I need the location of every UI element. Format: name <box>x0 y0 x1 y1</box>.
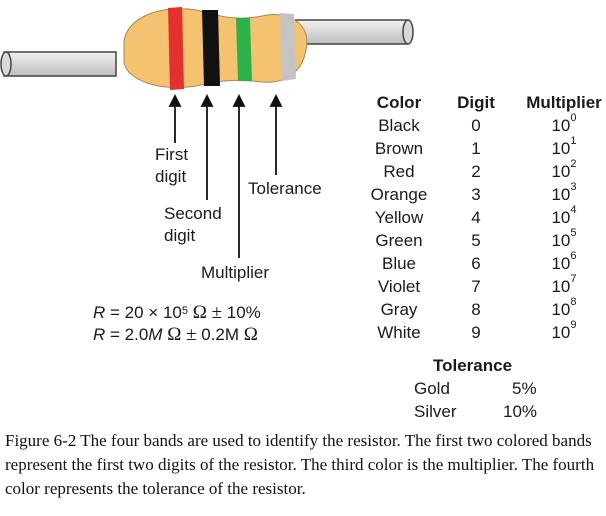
figure-caption: Figure 6-2 The four bands are used to id… <box>5 431 595 498</box>
digit-cell: 7 <box>471 277 481 296</box>
tolerance-gold-value: 5% <box>512 379 537 398</box>
label-second-digit-line2: digit <box>164 226 196 245</box>
resistor-lead-left <box>0 51 117 77</box>
formula-1-tail: 10% <box>222 303 261 322</box>
multiplier-base: 10 <box>551 254 571 273</box>
formula-2-r: R <box>93 325 106 344</box>
color-cell: Gray <box>380 300 418 319</box>
multiplier-base: 10 <box>551 323 571 342</box>
label-first-digit-line2: digit <box>155 167 187 186</box>
color-cell: Green <box>375 231 423 250</box>
color-cell: White <box>377 323 421 342</box>
color-cell: Orange <box>370 185 428 204</box>
arrow-multiplier <box>232 93 246 258</box>
band-gray <box>280 13 296 81</box>
arrow-first-digit <box>168 93 182 143</box>
band-black <box>202 10 220 86</box>
color-cell: Red <box>383 162 415 181</box>
digit-cell: 5 <box>471 231 481 250</box>
formula-2-pm: ± <box>186 324 197 345</box>
multiplier-base: 10 <box>551 185 571 204</box>
multiplier-exponent: 7 <box>570 273 577 285</box>
tolerance-silver-name: Silver <box>414 402 457 421</box>
multiplier-exponent: 3 <box>570 181 577 193</box>
label-multiplier: Multiplier <box>201 263 270 282</box>
tolerance-gold-name: Gold <box>414 379 450 398</box>
formula-1-r: R <box>93 303 106 322</box>
arrow-second-digit <box>200 93 214 200</box>
color-cell: Blue <box>381 254 417 273</box>
multiplier-exponent: 1 <box>570 135 577 147</box>
multiplier-cell: 106 <box>534 250 594 275</box>
digit-cell: 1 <box>471 139 481 158</box>
formula-2-ohm-2: Ω <box>243 324 258 345</box>
multiplier-base: 10 <box>551 300 571 319</box>
formula-2-eq: = 2.0 <box>105 325 149 344</box>
band-red <box>168 7 184 90</box>
formula-1-eq: = 20 × 10 <box>105 303 182 322</box>
multiplier-cell: 100 <box>534 112 594 137</box>
tolerance-header: Tolerance <box>433 356 513 375</box>
resistor-lead-right <box>295 19 414 45</box>
multiplier-cell: 101 <box>534 135 594 160</box>
multiplier-cell: 102 <box>534 158 594 183</box>
multiplier-exponent: 8 <box>570 296 577 308</box>
multiplier-base: 10 <box>551 116 571 135</box>
digit-cell: 6 <box>471 254 481 273</box>
multiplier-base: 10 <box>551 162 571 181</box>
label-second-digit: Second digit <box>164 203 222 247</box>
multiplier-cell: 104 <box>534 204 594 229</box>
formula-2-tail: 0.2M <box>196 325 244 344</box>
multiplier-cell: 107 <box>534 273 594 298</box>
multiplier-cell: 103 <box>534 181 594 206</box>
formula-1-pm: ± <box>211 302 223 323</box>
multiplier-cell: 109 <box>534 319 594 344</box>
multiplier-base: 10 <box>551 139 571 158</box>
label-second-digit-line1: Second <box>164 204 222 223</box>
multiplier-base: 10 <box>551 231 571 250</box>
multiplier-cell: 108 <box>534 296 594 321</box>
header-digit: Digit <box>457 93 495 112</box>
formula-1-exp: 5 <box>181 305 188 317</box>
digit-cell: 0 <box>471 116 481 135</box>
digit-cell: 2 <box>471 162 481 181</box>
formula-2-ohm: Ω <box>162 324 187 345</box>
color-cell: Violet <box>377 277 421 296</box>
arrow-tolerance <box>269 93 283 175</box>
formula-2-m: M <box>148 325 163 344</box>
multiplier-base: 10 <box>551 208 571 227</box>
multiplier-exponent: 9 <box>570 319 577 331</box>
multiplier-exponent: 0 <box>570 112 577 124</box>
label-tolerance: Tolerance <box>248 179 322 198</box>
digit-cell: 8 <box>471 300 481 319</box>
header-color: Color <box>376 93 422 112</box>
digit-cell: 9 <box>471 323 481 342</box>
band-green <box>236 18 252 81</box>
multiplier-base: 10 <box>551 277 571 296</box>
color-cell: Black <box>378 116 420 135</box>
formula-line-2: R = 2.0M Ω ± 0.2M Ω <box>93 324 258 346</box>
multiplier-cell: 105 <box>534 227 594 252</box>
digit-cell: 3 <box>471 185 481 204</box>
formula-1-ohm: Ω <box>187 302 212 323</box>
multiplier-exponent: 4 <box>570 204 577 216</box>
digit-cell: 4 <box>471 208 481 227</box>
color-cell: Brown <box>374 139 424 158</box>
label-first-digit-line1: First <box>155 145 189 164</box>
header-multiplier: Multiplier <box>526 93 602 112</box>
color-cell: Yellow <box>374 208 424 227</box>
multiplier-exponent: 2 <box>570 158 577 170</box>
multiplier-exponent: 6 <box>570 250 577 262</box>
tolerance-silver-value: 10% <box>503 402 538 421</box>
formula-line-1: R = 20 × 105 Ω ± 10% <box>93 302 261 324</box>
multiplier-exponent: 5 <box>570 227 577 239</box>
label-first-digit: First digit <box>155 144 188 188</box>
